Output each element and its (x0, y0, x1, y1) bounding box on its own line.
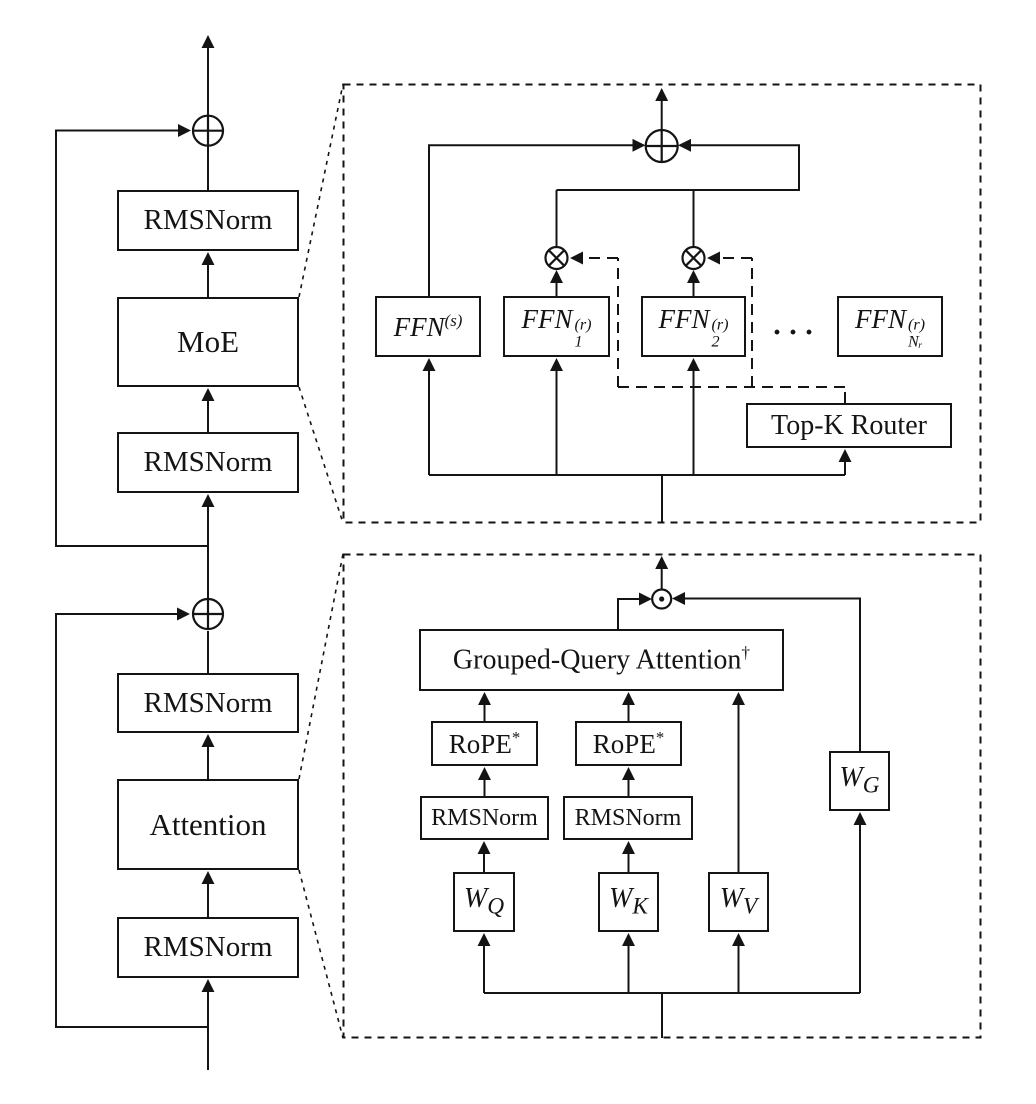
rope-key-label: RoPE* (592, 727, 665, 759)
query-norm-box: RMSNorm (420, 796, 549, 840)
gate-projection-label: WG (839, 762, 880, 799)
shared-expert-box: FFN(s) (375, 296, 481, 357)
routed-experts-merge (556, 138, 800, 191)
expert-multiply-icon-2 (681, 245, 706, 271)
routed-expert-1-box: FFN(r)1 (503, 296, 610, 357)
moe-post-norm-box: RMSNorm (117, 190, 299, 251)
experts-ellipsis: ··· (771, 316, 820, 349)
attention-panel-border (342, 553, 982, 1039)
rope-query-label: RoPE* (448, 727, 521, 759)
query-norm-label: RMSNorm (431, 804, 538, 831)
query-projection-box: WQ (453, 872, 515, 932)
residual-add-icon-bottom (191, 597, 225, 631)
routed-expert-2-label: FFN(r)2 (658, 304, 729, 351)
shared-expert-label: FFN(s) (393, 310, 463, 342)
moe-label: MoE (177, 324, 239, 359)
gqa-label: Grouped-Query Attention† (452, 643, 751, 676)
query-projection-label: WQ (463, 883, 505, 920)
topk-router-label: Top-K Router (771, 409, 927, 441)
attention-pre-norm-box: RMSNorm (117, 917, 299, 978)
hadamard-product-icon (651, 588, 673, 610)
zoom-construction-lines (298, 83, 344, 1039)
expert-multiply-icon-1 (544, 245, 569, 271)
attention-label: Attention (149, 806, 267, 842)
gate-projection-box: WG (829, 751, 890, 811)
value-projection-label: WV (719, 883, 758, 920)
attention-post-norm-label: RMSNorm (143, 686, 273, 719)
moe-residual-path (55, 124, 208, 547)
routed-expert-n-label: FFN(r)Nᵣ (854, 304, 926, 351)
value-projection-box: WV (708, 872, 769, 932)
topk-router-box: Top-K Router (746, 403, 952, 448)
gqa-output (617, 592, 652, 629)
key-norm-box: RMSNorm (563, 796, 693, 840)
gate-output (672, 592, 861, 751)
shared-expert-output (428, 138, 646, 296)
routed-expert-1-label: FFN(r)1 (521, 304, 592, 351)
router-gate-signals (570, 251, 846, 403)
key-projection-box: WK (598, 872, 659, 932)
attention-post-norm-box: RMSNorm (117, 673, 299, 733)
key-norm-label: RMSNorm (574, 804, 682, 831)
rope-key-box: RoPE* (575, 721, 682, 766)
moe-pre-norm-label: RMSNorm (143, 446, 273, 478)
rope-query-box: RoPE* (431, 721, 538, 766)
moe-box: MoE (117, 297, 299, 387)
moe-pre-norm-box: RMSNorm (117, 432, 299, 493)
key-projection-label: WK (609, 883, 648, 920)
routed-expert-2-box: FFN(r)2 (641, 296, 746, 357)
residual-add-icon-top (191, 114, 225, 147)
routed-expert-n-box: FFN(r)Nᵣ (837, 296, 943, 357)
attention-residual-path (55, 607, 208, 1028)
attention-box: Attention (117, 779, 299, 870)
attention-pre-norm-label: RMSNorm (143, 931, 273, 963)
gqa-box: Grouped-Query Attention† (419, 629, 784, 691)
moe-sum-icon (644, 128, 679, 164)
moe-post-norm-label: RMSNorm (143, 204, 273, 236)
